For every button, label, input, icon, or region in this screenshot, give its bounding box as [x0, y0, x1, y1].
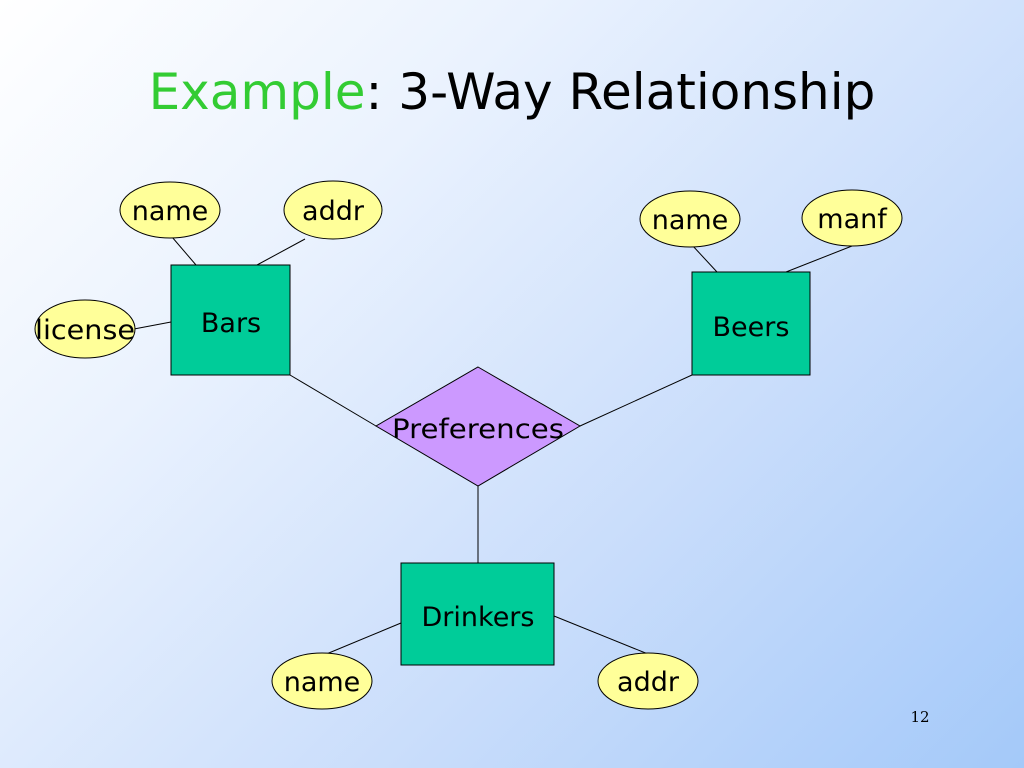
title-accent: Example	[148, 63, 366, 121]
edge-bars-license	[133, 321, 172, 330]
attribute-beers-name[interactable]: name	[639, 190, 741, 248]
attribute-beers-manf[interactable]: manf	[801, 189, 903, 247]
entity-drinkers-label: Drinkers	[422, 602, 535, 633]
edge-drinkers-name	[323, 622, 402, 656]
relationship-preferences[interactable]: Preferences	[375, 366, 581, 487]
attribute-drinkers-name[interactable]: name	[271, 652, 373, 710]
edge-drinkers-addr	[553, 615, 649, 655]
entity-beers-label: Beers	[713, 312, 790, 343]
attribute-drinkers-name-oval	[271, 652, 373, 710]
edge-beers-name	[691, 244, 718, 273]
attribute-drinkers-addr-oval	[597, 652, 699, 710]
attribute-bars-addr-label: addr	[302, 196, 365, 227]
edge-bars-addr	[256, 238, 306, 266]
entity-drinkers-box	[400, 562, 555, 666]
attribute-bars-license[interactable]: license	[34, 299, 136, 359]
attribute-bars-name-oval	[119, 181, 221, 239]
attribute-beers-name-label: name	[652, 205, 729, 236]
relationship-preferences-label: Preferences	[392, 414, 564, 445]
attribute-beers-name-oval	[639, 190, 741, 248]
attribute-beers-manf-label: manf	[817, 204, 888, 235]
slide-title: Example: 3-Way Relationship	[0, 62, 1024, 122]
attribute-beers-manf-oval	[801, 189, 903, 247]
entity-beers-box	[691, 271, 811, 376]
edge-beers-manf	[785, 245, 853, 273]
attribute-bars-addr[interactable]: addr	[283, 180, 383, 240]
attribute-bars-license-oval	[34, 299, 136, 359]
edge-bars-preferences	[289, 374, 377, 427]
title-rest: : 3-Way Relationship	[365, 63, 876, 121]
attribute-drinkers-addr[interactable]: addr	[597, 652, 699, 710]
edge-beers-preferences	[579, 374, 693, 427]
relationship-preferences-diamond	[375, 366, 581, 487]
page-number: 12	[910, 708, 930, 726]
entity-bars-label: Bars	[201, 308, 261, 339]
attribute-bars-addr-oval	[283, 180, 383, 240]
attribute-bars-name-label: name	[132, 196, 209, 227]
edge-bars-name	[171, 236, 197, 266]
attribute-drinkers-name-label: name	[284, 667, 361, 698]
attribute-bars-name[interactable]: name	[119, 181, 221, 239]
attribute-drinkers-addr-label: addr	[617, 667, 680, 698]
entity-drinkers[interactable]: Drinkers	[400, 562, 555, 666]
attribute-bars-license-label: license	[35, 315, 135, 346]
entity-bars[interactable]: Bars	[170, 264, 291, 376]
entity-bars-box	[170, 264, 291, 376]
entity-beers[interactable]: Beers	[691, 271, 811, 376]
